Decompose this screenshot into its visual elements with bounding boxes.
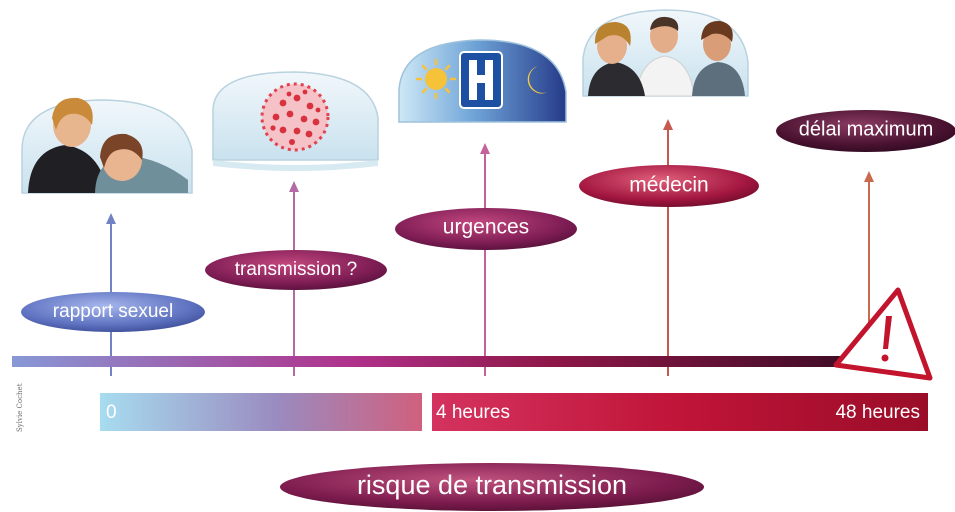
label-medecin: médecin — [579, 165, 759, 207]
svg-text:rapport sexuel: rapport sexuel — [53, 301, 173, 322]
svg-text:urgences: urgences — [443, 216, 529, 239]
artist-signature: Sylvie Cochet — [16, 383, 24, 432]
timeline-bar — [12, 356, 912, 367]
label-risque-de-transmission: risque de transmission — [280, 463, 704, 511]
svg-text:médecin: médecin — [629, 174, 708, 197]
warning-triangle-icon — [833, 287, 933, 381]
label-rapport-sexuel: rapport sexuel — [21, 292, 205, 332]
risk-bar-mid-label: 4 heures — [436, 402, 510, 423]
hospital-illustration — [398, 39, 567, 123]
risk-bar: 0 4 heures 48 heures — [100, 393, 928, 431]
risk-bar-high — [432, 393, 928, 431]
label-transmission: transmission ? — [205, 250, 387, 290]
svg-text:transmission ?: transmission ? — [235, 259, 358, 280]
arrow-delai — [864, 171, 874, 330]
label-delai-maximum: délai maximum — [776, 110, 955, 152]
doctor-consultation-illustration — [582, 9, 749, 97]
svg-text:risque de transmission: risque de transmission — [357, 470, 627, 500]
virus-illustration — [212, 71, 379, 171]
couple-illustration — [21, 97, 193, 194]
arrow-medecin — [663, 119, 673, 376]
risk-bar-start-label: 0 — [106, 402, 117, 423]
sun-icon — [415, 58, 457, 100]
svg-text:délai maximum: délai maximum — [799, 118, 933, 140]
label-urgences: urgences — [395, 208, 577, 250]
hospital-h-icon — [459, 51, 503, 109]
risk-bar-end-label: 48 heures — [835, 402, 920, 423]
risk-bar-low — [100, 393, 422, 431]
arrow-urgences — [480, 143, 490, 376]
